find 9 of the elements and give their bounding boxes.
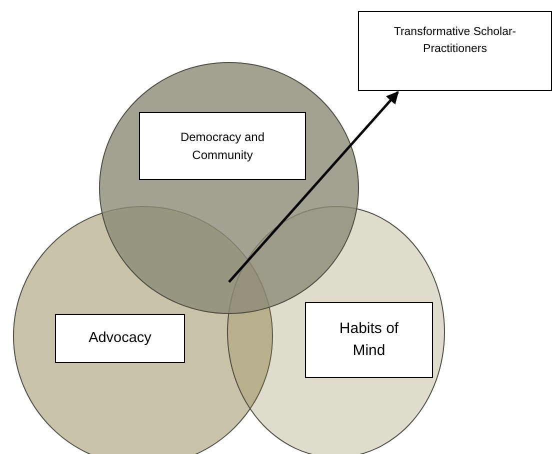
box-label: Habits of Mind <box>338 318 400 361</box>
label-box <box>55 314 185 363</box>
label-box <box>358 11 552 91</box>
box-label: Transformative Scholar-Practitioners <box>392 25 518 58</box>
box-label: Democracy and Community <box>179 129 266 164</box>
label-box <box>139 112 306 180</box>
arrow <box>228 91 399 283</box>
label-box <box>305 302 433 378</box>
box-label: Advocacy <box>88 328 152 348</box>
